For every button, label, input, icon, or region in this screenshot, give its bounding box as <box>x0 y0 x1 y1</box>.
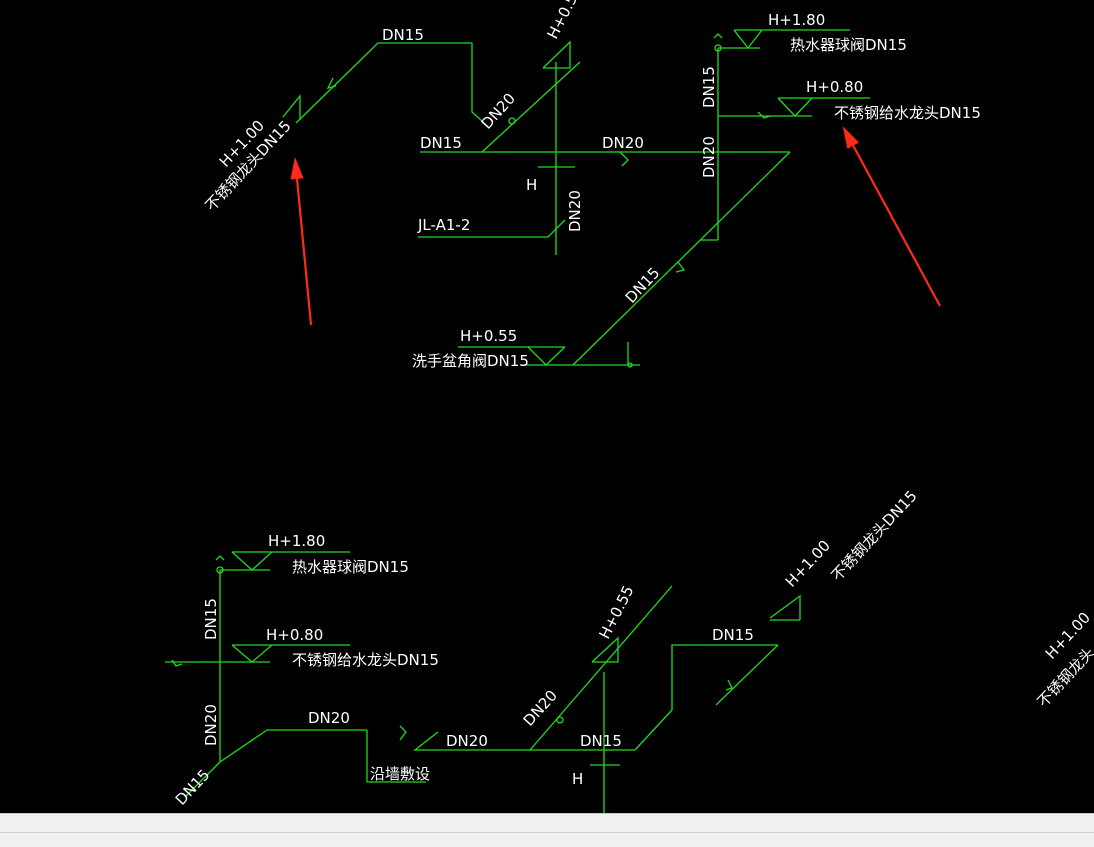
label-dn15-main: DN15 <box>580 732 622 750</box>
label-h180-bottom: H+1.80 <box>268 532 325 550</box>
label-dn20-mid: DN20 <box>602 134 644 152</box>
label-faucet-bottom: 不锈钢龙头DN15 <box>828 487 921 585</box>
label-dn15-left: DN15 <box>420 134 462 152</box>
label-dn20-main: DN20 <box>446 732 488 750</box>
bottom-labels: H+1.80 热水器球阀DN15 DN15 H+0.80 不锈钢给水龙头DN15… <box>172 487 1094 809</box>
cad-drawing-canvas[interactable]: DN15 H+0.55 DN20 DN15 DN20 H DN20 JL-A1-… <box>0 0 1094 813</box>
label-along-wall: 沿墙敷设 <box>370 765 430 783</box>
label-h180: H+1.80 <box>768 11 825 29</box>
label-h080-bottom: H+0.80 <box>266 626 323 644</box>
label-dn15: DN15 <box>382 26 424 44</box>
label-dn15-corner: DN15 <box>172 766 214 809</box>
arrow-right <box>842 126 941 307</box>
annotation-arrows <box>290 126 941 326</box>
label-dn20-vert: DN20 <box>566 190 584 232</box>
label-dn15-riser-bottom: DN15 <box>202 598 220 640</box>
label-heater-valve-bottom: 热水器球阀DN15 <box>292 558 409 576</box>
label-h-mark-bottom: H <box>572 770 583 788</box>
label-h055-top: H+0.55 <box>544 0 586 42</box>
label-sink-faucet: 不锈钢给水龙头DN15 <box>834 104 981 122</box>
label-sink-faucet-bottom: 不锈钢给水龙头DN15 <box>292 651 439 669</box>
label-h-mark: H <box>526 176 537 194</box>
label-h100-bottom: H+1.00 <box>782 537 834 591</box>
pipe-isometric-diagram: DN15 H+0.55 DN20 DN15 DN20 H DN20 JL-A1-… <box>165 0 1094 813</box>
arrow-left <box>290 157 313 326</box>
bottom-pipe-network <box>165 551 801 813</box>
label-dn20-riser-bottom: DN20 <box>202 704 220 746</box>
label-dn20-diag-bottom: DN20 <box>520 687 561 730</box>
label-heater-valve: 热水器球阀DN15 <box>790 36 907 54</box>
top-labels: DN15 H+0.55 DN20 DN15 DN20 H DN20 JL-A1-… <box>202 0 981 370</box>
label-dn20-top-bottom: DN20 <box>308 709 350 727</box>
label-dn15-riser: DN15 <box>700 66 718 108</box>
label-dn20-diag: DN20 <box>478 90 519 133</box>
label-basin-valve: 洗手盆角阀DN15 <box>412 352 529 370</box>
label-jl-a1-2: JL-A1-2 <box>417 216 470 234</box>
label-h055-basin: H+0.55 <box>460 327 517 345</box>
label-faucet-edge: 不锈钢龙头 <box>1034 644 1094 711</box>
label-h080: H+0.80 <box>806 78 863 96</box>
label-dn15-upper: DN15 <box>712 626 754 644</box>
top-pipe-network <box>282 29 870 368</box>
status-bar <box>0 813 1094 847</box>
status-bar-divider <box>0 832 1094 833</box>
label-dn15-low: DN15 <box>622 264 664 307</box>
label-dn20-riser: DN20 <box>700 136 718 178</box>
